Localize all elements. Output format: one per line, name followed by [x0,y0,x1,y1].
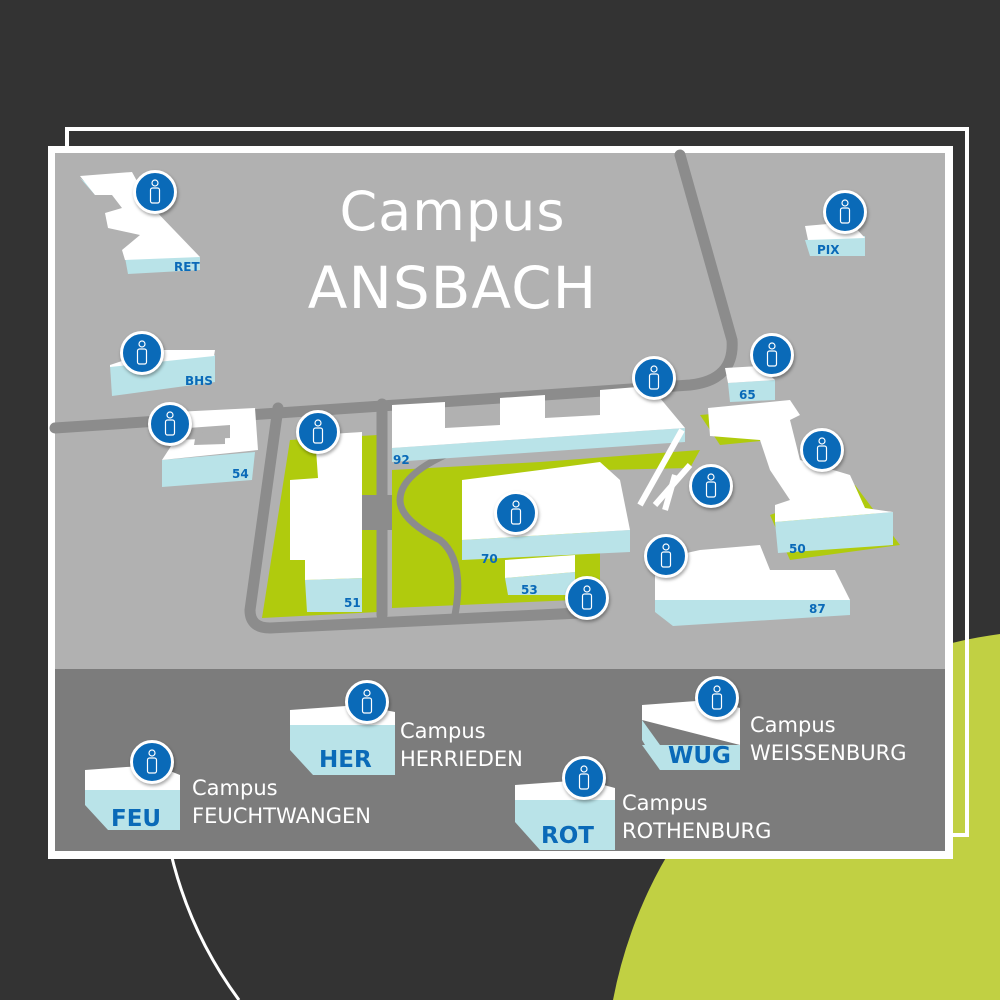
info-person-icon [164,411,176,436]
info-pin-bhs[interactable] [120,331,164,375]
info-pin-pix[interactable] [823,190,867,234]
info-person-icon [839,199,851,224]
info-pin-54[interactable] [148,402,192,446]
campus-label: Campus [750,713,836,737]
campus-label: Campus [192,776,278,800]
info-person-icon [312,419,324,444]
info-person-icon [578,765,590,790]
building-label-87: 87 [809,602,826,616]
info-person-icon [711,685,723,710]
info-pin-70[interactable] [494,491,538,535]
campus-name: WEISSENBURG [750,741,907,765]
building-label-53: 53 [521,583,538,597]
info-pin-rothenburg[interactable] [562,756,606,800]
info-person-icon [149,179,161,204]
building-label-51: 51 [344,596,361,610]
campus-name: FEUCHTWANGEN [192,804,371,828]
map-title-line1: Campus [339,180,566,243]
info-person-icon [510,500,522,525]
info-pin-65[interactable] [750,333,794,377]
building-label-65: 65 [739,388,756,402]
building-label-pix: PIX [817,243,840,257]
campus-name: HERRIEDEN [400,747,523,771]
info-person-icon [361,689,373,714]
campus-label: Campus [400,719,486,743]
info-pin-51[interactable] [296,410,340,454]
building-label-92: 92 [393,453,410,467]
info-pin-herrieden[interactable] [345,680,389,724]
info-pin-sculpture[interactable] [689,464,733,508]
info-pin-feuchtwangen[interactable] [130,740,174,784]
building-tops [80,172,893,800]
building-label-54: 54 [232,467,249,481]
map-title-line2: ANSBACH [307,254,598,322]
info-pin-50[interactable] [800,428,844,472]
building-label-ret: RET [174,260,200,274]
campus-code-feu: FEU [111,806,162,832]
building-label-50: 50 [789,542,806,556]
info-person-icon [136,340,148,365]
campus-name: ROTHENBURG [622,819,772,843]
info-pin-ret[interactable] [133,170,177,214]
info-person-icon [581,585,593,610]
info-pin-92[interactable] [632,356,676,400]
info-pin-53[interactable] [565,576,609,620]
campus-label: Campus [622,791,708,815]
road-crossing [362,495,392,530]
decor-white-arc [166,839,241,1000]
campus-code-wug: WUG [668,743,731,769]
info-person-icon [146,749,158,774]
other-campuses-area [55,669,945,851]
building-sides [80,178,893,850]
info-pin-weissenburg[interactable] [695,676,739,720]
info-person-icon [766,342,778,367]
info-person-icon [648,365,660,390]
building-label-70: 70 [481,552,498,566]
info-pin-87[interactable] [644,534,688,578]
campus-code-rot: ROT [541,823,594,849]
courtyard [194,432,225,445]
info-person-icon [816,437,828,462]
campus-code-her: HER [319,747,372,773]
info-person-icon [660,543,672,568]
building-label-bhs: BHS [185,374,213,388]
info-person-icon [705,473,717,498]
sculpture-icon [637,428,693,511]
